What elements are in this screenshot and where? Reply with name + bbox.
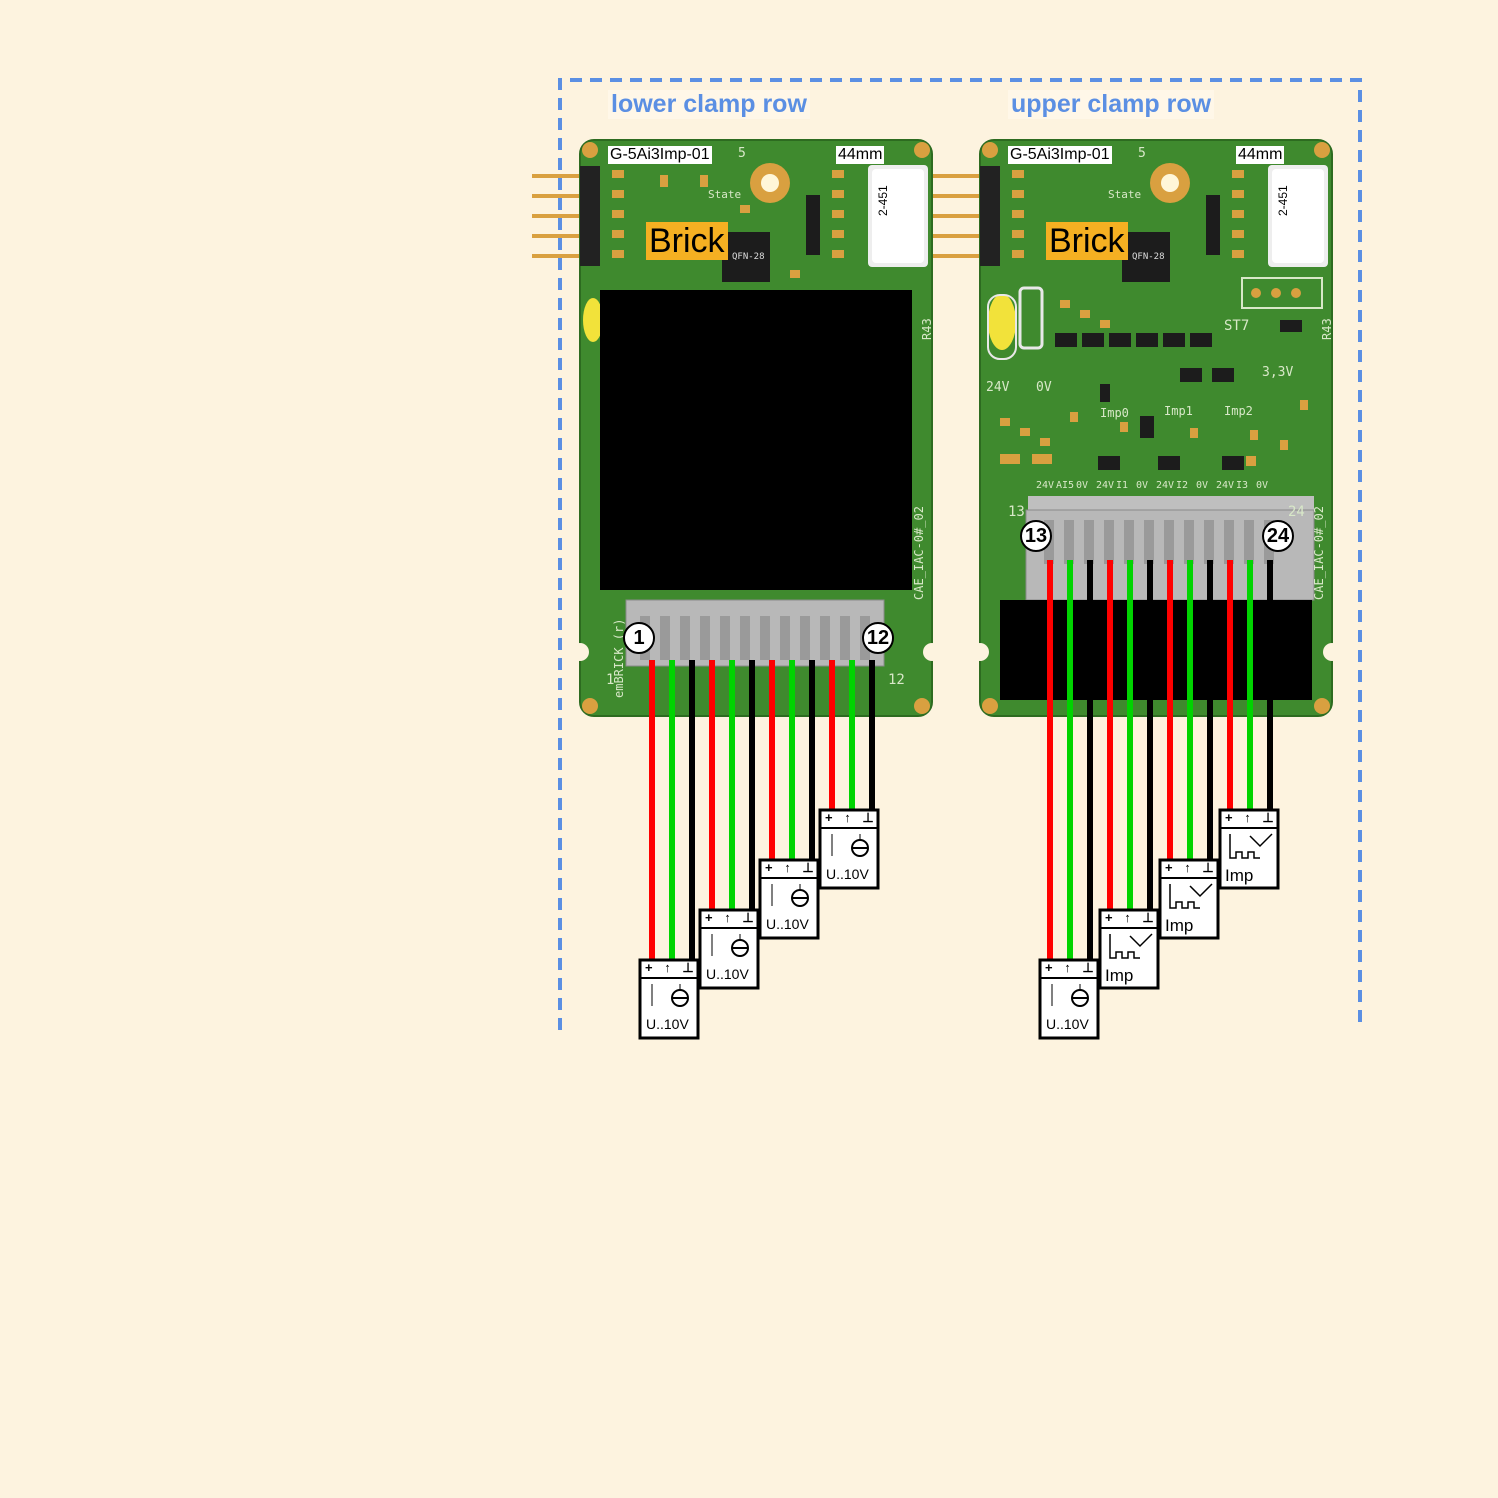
width-label: 44mm xyxy=(836,146,885,164)
module-label: G-5Ai3Imp-01 xyxy=(1008,146,1112,164)
terminal-label: 24V xyxy=(1036,480,1055,491)
sensor-symbols: + ↑ ⊥ xyxy=(1045,960,1098,975)
pcb-board-lower xyxy=(571,139,941,717)
terminal-label: 24V xyxy=(1096,480,1115,491)
sensor-voltage xyxy=(818,808,880,890)
terminal-label: 0V xyxy=(1256,480,1269,491)
pin-badge-first: 1 xyxy=(623,622,655,654)
pin-badge-last: 12 xyxy=(862,622,894,654)
edge-last: 24 xyxy=(1288,504,1305,520)
sensor-symbols: + ↑ ⊥ xyxy=(705,910,758,925)
top-number: 5 xyxy=(738,146,746,161)
state-label: State xyxy=(708,188,742,201)
wires-upper xyxy=(1047,560,1273,964)
module-label: G-5Ai3Imp-01 xyxy=(608,146,712,164)
terminal-label: I3 xyxy=(1236,480,1249,491)
wires-lower xyxy=(649,660,875,964)
top-number: 5 xyxy=(1138,146,1146,161)
sensor-impulse xyxy=(1098,908,1160,990)
terminal-label: 0V xyxy=(1076,480,1089,491)
sensor-symbols: + ↑ ⊥ xyxy=(1105,910,1158,925)
pcb-board-upper xyxy=(971,139,1341,717)
lower-row-title: lower clamp row xyxy=(608,90,810,119)
width-label: 44mm xyxy=(1236,146,1285,164)
chip-label: QFN-28 xyxy=(732,252,765,262)
sensor-label: U..10V xyxy=(706,966,749,982)
pin-badge-first: 13 xyxy=(1020,520,1052,552)
r-label: R43 xyxy=(1320,318,1334,340)
terminal-label: I1 xyxy=(1116,480,1129,491)
sensor-symbols: + ↑ ⊥ xyxy=(765,860,818,875)
terminal-label: I2 xyxy=(1176,480,1189,491)
covered-area xyxy=(600,290,912,590)
state-label: State xyxy=(1108,188,1142,201)
covered-area xyxy=(1000,600,1312,700)
sensor-voltage xyxy=(638,958,700,1040)
terminal-label: 0V xyxy=(1196,480,1209,491)
group-frame xyxy=(558,78,1362,1030)
sensor-voltage xyxy=(698,908,760,990)
terminal-label: 24V xyxy=(1216,480,1235,491)
imp-label: Imp2 xyxy=(1224,404,1253,418)
terminal-labels: 24V AI5 0V 24V I1 0V 24V I2 0V 24V I3 0V xyxy=(1036,480,1286,494)
edge-first: 13 xyxy=(1008,504,1025,520)
relay-label: 2-451 xyxy=(1276,185,1290,216)
upper-row-title: upper clamp row xyxy=(1008,90,1215,119)
chip-label: QFN-28 xyxy=(1132,252,1165,262)
sensor-label: U..10V xyxy=(646,1016,689,1032)
sensor-symbols: + ↑ ⊥ xyxy=(645,960,698,975)
sensor-label: Imp xyxy=(1165,916,1194,935)
v24-label: 24V xyxy=(986,380,1010,395)
v0-label: 0V xyxy=(1036,380,1052,395)
sensor-symbols: + ↑ ⊥ xyxy=(825,810,878,825)
imp-label: Imp1 xyxy=(1164,404,1193,418)
sensor-voltage xyxy=(758,858,820,940)
relay-label: 2-451 xyxy=(876,185,890,216)
sensor-impulse xyxy=(1158,858,1220,940)
sensor-label: U..10V xyxy=(766,916,809,932)
side-text-right: CAE_IAC-0#_02 xyxy=(1312,506,1326,600)
pin-badge-last: 24 xyxy=(1262,520,1294,552)
brick-label: Brick xyxy=(646,222,728,260)
sensor-label: U..10V xyxy=(1046,1016,1089,1032)
r-label: R43 xyxy=(920,318,934,340)
terminal-label: 24V xyxy=(1156,480,1175,491)
sensor-symbols: + ↑ ⊥ xyxy=(1225,810,1278,825)
sensor-label: Imp xyxy=(1225,866,1254,885)
imp-label: Imp0 xyxy=(1100,406,1129,420)
edge-first: 1 xyxy=(606,672,615,688)
brick-label: Brick xyxy=(1046,222,1128,260)
v33-label: 3,3V xyxy=(1262,365,1294,380)
sensor-label: U..10V xyxy=(826,866,869,882)
terminal-label: AI5 xyxy=(1056,480,1075,491)
st-label: ST7 xyxy=(1224,318,1250,334)
terminal-label: 0V xyxy=(1136,480,1149,491)
sensor-symbols: + ↑ ⊥ xyxy=(1165,860,1218,875)
sensor-impulse xyxy=(1218,808,1280,890)
edge-last: 12 xyxy=(888,672,905,688)
sensor-voltage xyxy=(1038,958,1100,1040)
sensor-label: Imp xyxy=(1105,966,1134,985)
side-text-right: CAE_IAC-0#_02 xyxy=(912,506,926,600)
